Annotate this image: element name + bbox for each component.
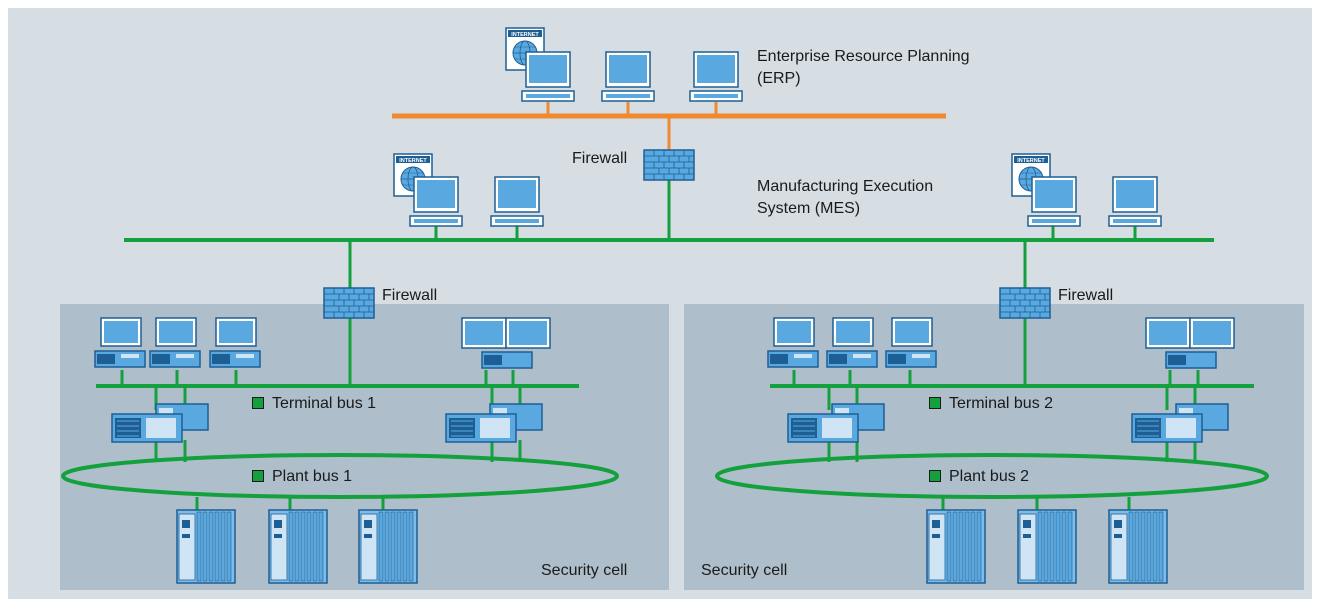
server-rack-icon — [445, 403, 543, 443]
workstation-icon — [826, 317, 878, 368]
internet-badge-text: INTERNET — [399, 158, 427, 164]
terminal-bus-1-label: Terminal bus 1 — [252, 393, 376, 415]
firewall-left-label: Firewall — [382, 287, 438, 304]
server-rack-icon — [787, 403, 885, 443]
network-lines — [61, 102, 1269, 510]
green-square-icon — [252, 470, 264, 482]
security-cell-left-label: Security cell — [541, 562, 628, 579]
plant-bus-2-text: Plant bus 2 — [949, 468, 1030, 485]
server-rack-icon — [1131, 403, 1229, 443]
workstation-icon — [209, 317, 261, 368]
dual-workstation-icon — [1145, 317, 1235, 369]
automation-controller-icon — [1108, 509, 1168, 584]
terminal-bus-2-text: Terminal bus 2 — [949, 395, 1054, 412]
green-square-icon — [252, 397, 264, 409]
internet-badge-text: INTERNET — [511, 32, 539, 38]
automation-controller-icon — [1017, 509, 1077, 584]
firewall-right-label: Firewall — [1058, 287, 1114, 304]
green-square-icon — [929, 470, 941, 482]
dual-workstation-icon — [461, 317, 551, 369]
desktop-computer-icon — [490, 176, 544, 227]
terminal-bus-1-text: Terminal bus 1 — [272, 395, 377, 412]
internet-icon: INTERNET — [505, 27, 545, 71]
firewall-brick-icon — [323, 287, 375, 319]
automation-controller-icon — [358, 509, 418, 584]
security-cell-right-label: Security cell — [701, 562, 788, 579]
firewall-top-label: Firewall — [572, 150, 628, 167]
green-square-icon — [929, 397, 941, 409]
desktop-computer-icon — [689, 51, 743, 102]
automation-controller-icon — [926, 509, 986, 584]
firewall-brick-icon — [643, 149, 695, 181]
desktop-computer-icon — [601, 51, 655, 102]
internet-badge-text: INTERNET — [1017, 158, 1045, 164]
desktop-computer-icon — [409, 176, 463, 227]
workstation-icon — [885, 317, 937, 368]
terminal-bus-2-label: Terminal bus 2 — [929, 393, 1053, 415]
plant-bus-1-ring — [61, 453, 619, 499]
mes-label: Manufacturing Execution System (MES) — [757, 178, 934, 217]
plant-bus-1-label: Plant bus 1 — [252, 466, 352, 488]
plant-bus-2-label: Plant bus 2 — [929, 466, 1029, 488]
internet-icon: INTERNET — [1011, 153, 1051, 197]
server-rack-icon — [111, 403, 209, 443]
erp-label: Enterprise Resource Planning (ERP) — [757, 48, 970, 87]
network-devices: INTERNET INTERNET INTERNET — [94, 27, 1235, 584]
firewall-brick-icon — [999, 287, 1051, 319]
desktop-computer-icon — [1108, 176, 1162, 227]
automation-controller-icon — [268, 509, 328, 584]
plant-bus-2-ring — [715, 453, 1269, 499]
workstation-icon — [149, 317, 201, 368]
automation-controller-icon — [176, 509, 236, 584]
desktop-computer-icon — [521, 51, 575, 102]
workstation-icon — [767, 317, 819, 368]
desktop-computer-icon — [1027, 176, 1081, 227]
workstation-icon — [94, 317, 146, 368]
plant-bus-1-text: Plant bus 1 — [272, 468, 353, 485]
